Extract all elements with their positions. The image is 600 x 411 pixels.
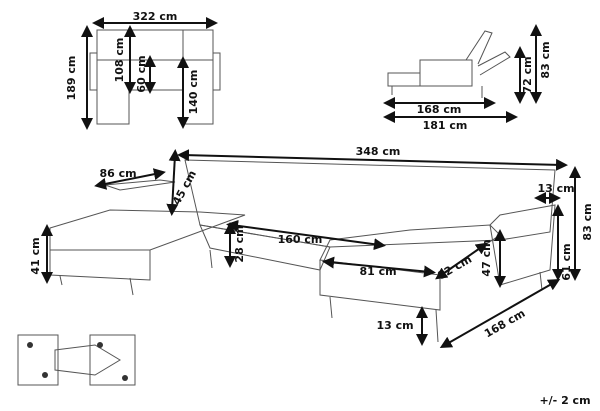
top-width-label: 322 cm [132, 10, 178, 23]
arm-length-label: 86 cm [99, 167, 137, 180]
seat-thickness-label: 28 cm [233, 225, 246, 263]
main-sofa-view [41, 149, 581, 348]
top-chaise-length-label: 140 cm [187, 69, 200, 115]
top-view [81, 17, 221, 130]
top-depth-label: 189 cm [65, 55, 78, 101]
mechanism-detail [17, 334, 136, 386]
tolerance-note: +/- 2 cm [539, 394, 591, 407]
chaise-width-label: 81 cm [359, 265, 397, 278]
seat-width-label: 160 cm [277, 233, 323, 246]
side-total-length-label: 181 cm [422, 119, 468, 132]
right-seat-height-label: 47 cm [480, 239, 493, 277]
side-reclined-height-label: 72 cm [521, 56, 534, 94]
top-seat-depth-label: 60 cm [135, 55, 148, 93]
top-chaise-depth-label: 108 cm [113, 37, 126, 83]
side-view [383, 24, 542, 123]
seat-height-label: 41 cm [29, 237, 42, 275]
arm-height-label: 61 cm [560, 243, 573, 281]
total-width-label: 348 cm [355, 145, 401, 158]
side-seat-length-label: 168 cm [416, 103, 462, 116]
total-height-label: 83 cm [581, 203, 594, 241]
arm-width-label: 13 cm [537, 182, 575, 195]
leg-height-label: 13 cm [376, 319, 414, 332]
side-height-label: 83 cm [539, 41, 552, 79]
